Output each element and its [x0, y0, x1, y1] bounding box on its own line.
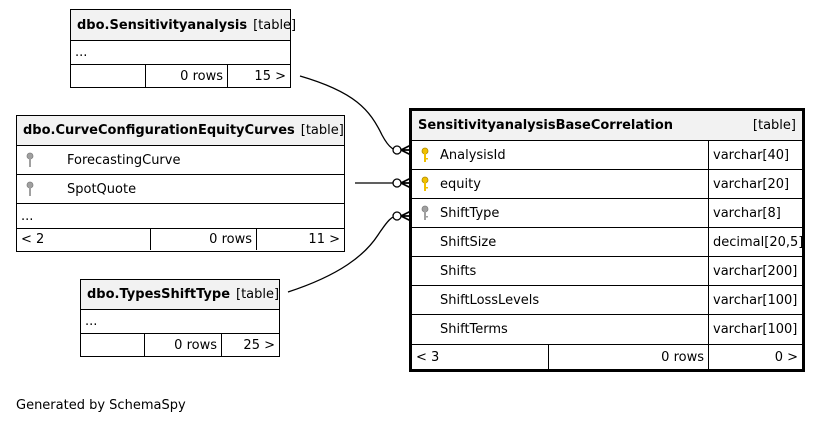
column-name: equity [440, 176, 481, 192]
no-key-spacer [420, 292, 434, 308]
row-count: 0 rows [150, 229, 256, 250]
table-sensitivityanalysisbasecorrelation[interactable]: SensitivityanalysisBaseCorrelation [tabl… [409, 108, 805, 372]
column-name: ShiftTerms [440, 322, 508, 337]
parents-count [81, 334, 144, 356]
stats-row: < 3 0 rows 0 > [412, 344, 802, 369]
foreign-key-icon [26, 181, 34, 196]
parents-count[interactable]: < 2 [21, 232, 45, 247]
primary-key-icon [421, 176, 429, 191]
ellipsis-row: ... [71, 41, 290, 65]
column-type: varchar[100] [708, 315, 802, 344]
no-key-spacer [420, 234, 434, 250]
ellipsis: ... [21, 208, 34, 224]
column-name: ShiftType [440, 205, 500, 221]
table-header: SensitivityanalysisBaseCorrelation [tabl… [412, 111, 802, 141]
column-name: Shifts [440, 263, 477, 279]
column-row[interactable]: SpotQuote [17, 175, 344, 204]
children-count[interactable]: 25 > [221, 334, 279, 356]
column-type: varchar[200] [708, 257, 802, 285]
column-name: ShiftLossLevels [440, 292, 540, 308]
parents-count [71, 65, 145, 87]
table-typesshifttype[interactable]: dbo.TypesShiftType [table] ... 0 rows 25… [80, 279, 280, 357]
table-kind: [table] [236, 287, 280, 302]
children-count[interactable]: 0 > [708, 345, 802, 369]
no-key-spacer [420, 322, 434, 338]
ellipsis-row: ... [81, 310, 279, 334]
column-row[interactable]: ShiftType varchar[8] [412, 199, 802, 228]
table-name[interactable]: SensitivityanalysisBaseCorrelation [418, 118, 674, 133]
table-name[interactable]: dbo.Sensitivityanalysis [77, 17, 248, 33]
no-key-spacer [420, 263, 434, 279]
edge-end-circle [392, 211, 402, 221]
foreign-key-icon [26, 152, 34, 167]
foreign-key-icon [421, 205, 429, 220]
children-count[interactable]: 11 > [256, 229, 344, 250]
table-header: dbo.TypesShiftType [table] [81, 280, 279, 310]
column-row[interactable]: equity varchar[20] [412, 170, 802, 199]
column-row[interactable]: ShiftLossLevels varchar[100] [412, 286, 802, 315]
row-count: 0 rows [145, 65, 227, 87]
edge-end-circle [392, 178, 402, 188]
column-row[interactable]: ShiftTerms varchar[100] [412, 315, 802, 344]
column-type: decimal[20,5] [708, 228, 803, 256]
edge-end-circle [392, 145, 402, 155]
table-header: dbo.Sensitivityanalysis [table] [71, 10, 296, 41]
table-sensitivityanalysis[interactable]: dbo.Sensitivityanalysis [table] ... 0 ro… [70, 9, 296, 88]
column-row[interactable]: Shifts varchar[200] [412, 257, 802, 286]
column-name: ShiftSize [440, 234, 497, 250]
table-name[interactable]: dbo.TypesShiftType [87, 287, 231, 302]
column-type: varchar[8] [708, 199, 802, 227]
stats-row: < 2 0 rows 11 > [17, 229, 344, 250]
parents-count[interactable]: < 3 [416, 349, 440, 365]
table-header: dbo.CurveConfigurationEquityCurves [tabl… [17, 116, 344, 146]
column-row[interactable]: ForecastingCurve [17, 146, 344, 175]
column-type: varchar[40] [708, 141, 802, 169]
column-row[interactable]: ShiftSize decimal[20,5] [412, 228, 803, 257]
table-kind: [table] [253, 17, 297, 33]
column-type: varchar[20] [708, 170, 802, 198]
ellipsis-row: ... [17, 204, 344, 229]
column-name: ForecastingCurve [67, 152, 181, 168]
ellipsis: ... [85, 314, 98, 329]
row-count: 0 rows [548, 345, 708, 369]
edge-shifttype-shifttype [287, 215, 398, 293]
primary-key-icon [421, 147, 429, 162]
table-name[interactable]: dbo.CurveConfigurationEquityCurves [23, 123, 295, 138]
table-kind: [table] [752, 118, 796, 133]
stats-row: 0 rows 15 > [71, 65, 290, 87]
column-row[interactable]: AnalysisId varchar[40] [412, 141, 802, 170]
table-curveconfigurationequitycurves[interactable]: dbo.CurveConfigurationEquityCurves [tabl… [16, 115, 345, 252]
stats-row: 0 rows 25 > [81, 334, 279, 356]
table-kind: [table] [300, 123, 344, 138]
children-count[interactable]: 15 > [227, 65, 290, 87]
column-name: SpotQuote [67, 181, 137, 197]
column-type: varchar[100] [708, 286, 802, 314]
row-count: 0 rows [144, 334, 221, 356]
ellipsis: ... [75, 45, 88, 60]
generated-by-text: Generated by SchemaSpy [16, 398, 186, 413]
column-name: AnalysisId [440, 147, 506, 163]
